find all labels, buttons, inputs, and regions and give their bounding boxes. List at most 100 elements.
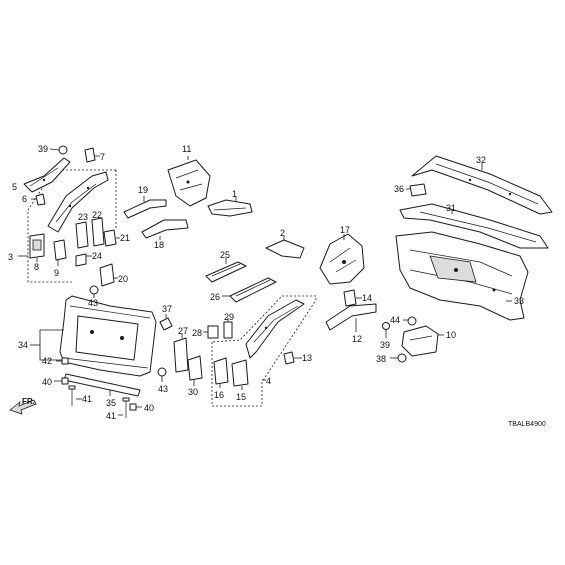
- part-6-clip: [31, 193, 46, 206]
- callout-7: 7: [100, 152, 105, 162]
- callout-20: 20: [118, 274, 128, 284]
- part-12-member: [325, 303, 377, 332]
- callout-4: 4: [266, 376, 271, 386]
- callout-44: 44: [390, 315, 400, 325]
- part-9-bracket: [53, 239, 67, 266]
- part-4-apron: [245, 299, 305, 359]
- part-2-bracket: [265, 236, 305, 259]
- callout-17: 17: [340, 225, 350, 235]
- part-17-wheelhouse: [319, 233, 365, 285]
- callout-39-right: 39: [380, 340, 390, 350]
- callout-38: 38: [376, 354, 386, 364]
- callout-11: 11: [182, 144, 191, 154]
- callout-34: 34: [18, 340, 28, 350]
- callout-12: 12: [352, 334, 362, 344]
- part-27-bracket: [173, 334, 189, 373]
- part-24-clip: [75, 253, 92, 267]
- callout-32: 32: [476, 155, 486, 165]
- part-43-nut-left: [89, 285, 99, 298]
- callout-13: 13: [302, 353, 312, 363]
- callout-42: 42: [42, 356, 52, 366]
- part-10-mount: [401, 325, 444, 357]
- group-3-bracket: [18, 169, 117, 283]
- part-43-nut-center: [157, 367, 167, 382]
- part-32-cowl-upper: [411, 155, 553, 215]
- callout-41-left: 41: [82, 394, 92, 404]
- callout-35: 35: [106, 398, 116, 408]
- callout-41-right: 41: [106, 411, 116, 421]
- part-1-reinforcement: [207, 196, 253, 217]
- part-16-bracket: [213, 357, 229, 388]
- callout-31: 31: [446, 203, 456, 213]
- callout-24: 24: [92, 251, 102, 261]
- part-25-rail: [205, 258, 247, 283]
- part-44-bolt: [403, 316, 417, 326]
- part-5-front-frame-left: [23, 157, 71, 193]
- callout-27: 27: [178, 326, 188, 336]
- callout-43-center: 43: [158, 384, 168, 394]
- group-4-bracket: [211, 295, 317, 407]
- callout-37: 37: [162, 304, 172, 314]
- front-direction-arrow: [9, 399, 37, 415]
- callout-25: 25: [220, 250, 230, 260]
- part-28-block: [203, 325, 219, 339]
- callout-40-right: 40: [144, 403, 154, 413]
- callout-39-top: 39: [38, 144, 48, 154]
- part-40-41-bolts-left: [54, 377, 82, 406]
- callout-40-left: 40: [42, 377, 52, 387]
- callout-43-left: 43: [88, 298, 98, 308]
- part-42-clip: [56, 357, 69, 365]
- callout-33: 33: [514, 296, 524, 306]
- callout-22: 22: [92, 210, 102, 220]
- part-14-bracket: [343, 289, 362, 307]
- callout-5: 5: [12, 182, 17, 192]
- callout-10: 10: [446, 330, 456, 340]
- part-39-bolt-top: [49, 145, 68, 155]
- part-37-clip: [159, 314, 173, 331]
- part-7-small-bracket: [84, 147, 100, 163]
- part-33-dashboard-panel: [395, 231, 529, 321]
- callout-15: 15: [236, 392, 246, 402]
- part-20-bracket: [99, 263, 118, 287]
- callout-19: 19: [138, 185, 148, 195]
- callout-30: 30: [188, 387, 198, 397]
- part-3-side-member: [47, 171, 109, 233]
- part-13-clip: [283, 351, 302, 365]
- part-22-23-21-brackets: [75, 217, 120, 249]
- callout-23: 23: [78, 212, 88, 222]
- part-35-lower-bar: [63, 373, 141, 397]
- callout-3: 3: [8, 252, 13, 262]
- part-34-bulkhead: [59, 295, 157, 377]
- part-26-rail: [222, 277, 277, 303]
- callout-2: 2: [280, 228, 285, 238]
- group-34-bracket: [30, 329, 64, 361]
- callout-1: 1: [232, 189, 237, 199]
- callout-16: 16: [214, 390, 224, 400]
- part-18-stay: [141, 219, 189, 240]
- part-38-nut: [390, 353, 407, 363]
- part-36-clip: [406, 183, 427, 197]
- callout-26: 26: [210, 292, 220, 302]
- part-40-41-bolts-right: [118, 397, 142, 418]
- part-19-stay: [123, 196, 167, 219]
- fr-label: FR.: [22, 397, 35, 406]
- part-15-bracket: [231, 359, 249, 390]
- part-39-bolt-right: [382, 322, 390, 338]
- callout-9: 9: [54, 268, 59, 278]
- callout-6: 6: [22, 194, 27, 204]
- callout-21: 21: [120, 233, 130, 243]
- part-8-plate: [29, 233, 45, 262]
- callout-18: 18: [154, 240, 164, 250]
- callout-28: 28: [192, 328, 202, 338]
- part-29-block: [223, 318, 233, 339]
- callout-29: 29: [224, 312, 234, 322]
- callout-36: 36: [394, 184, 404, 194]
- part-30-bracket: [187, 355, 203, 386]
- part-11-upper-frame: [167, 156, 211, 207]
- callout-14: 14: [362, 293, 372, 303]
- diagram-code: TBALB4900: [508, 421, 546, 428]
- callout-8: 8: [34, 262, 39, 272]
- part-31-cowl-lower: [399, 203, 549, 249]
